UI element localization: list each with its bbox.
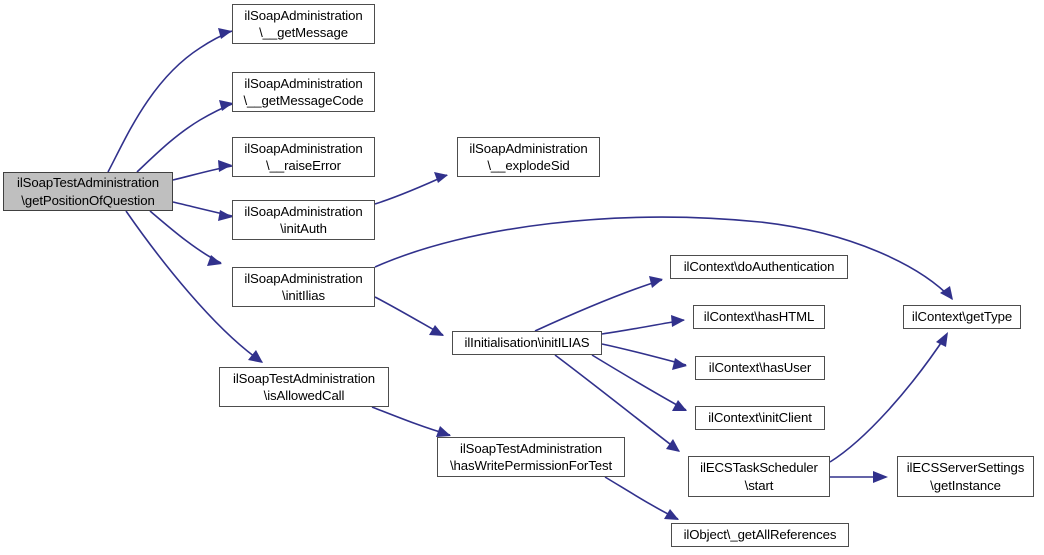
arrowhead-icon	[664, 509, 679, 520]
node-label: ilContext\hasUser	[708, 360, 812, 376]
edge-initAuth-to-explodeSid	[374, 174, 448, 205]
node-getType[interactable]: ilContext\getType	[903, 305, 1021, 329]
arrowhead-icon	[429, 325, 444, 336]
node-label: ilInitialisation\initILIAS	[464, 335, 590, 351]
node-doAuthentication[interactable]: ilContext\doAuthentication	[670, 255, 848, 279]
node-label: ilSoapTestAdministration \getPositionOfQ…	[17, 175, 159, 208]
arrowhead-icon	[672, 400, 687, 411]
node-hasUser[interactable]: ilContext\hasUser	[695, 356, 825, 380]
node-label: ilSoapAdministration \__raiseError	[244, 140, 363, 173]
arrowhead-icon	[666, 439, 680, 452]
arrowhead-icon	[649, 276, 663, 288]
edge-initIlias-to-getType	[374, 216, 953, 300]
node-label: ilSoapAdministration \__getMessage	[244, 7, 363, 40]
edge-getPositionOfQuestion-to-isAllowedCall	[125, 210, 263, 363]
node-label: ilECSServerSettings \getInstance	[906, 460, 1025, 493]
node-initIlias[interactable]: ilSoapAdministration \initIlias	[232, 267, 375, 307]
node-label: ilContext\doAuthentication	[683, 259, 835, 275]
node-label: ilContext\hasHTML	[703, 309, 815, 325]
arrowhead-icon	[248, 350, 263, 363]
node-label: ilSoapAdministration \initIlias	[244, 270, 363, 303]
node-getAllReferences[interactable]: ilObject\_getAllReferences	[671, 523, 849, 547]
edge-getPositionOfQuestion-to-initIlias	[149, 210, 222, 264]
node-ecsServerSettings[interactable]: ilECSServerSettings \getInstance	[897, 456, 1034, 497]
arrowhead-icon	[219, 100, 233, 111]
arrowhead-icon	[671, 315, 685, 327]
arrowhead-icon	[434, 172, 448, 183]
node-label: ilContext\initClient	[708, 410, 812, 426]
node-initClient[interactable]: ilContext\initClient	[695, 406, 825, 430]
node-label: ilObject\_getAllReferences	[683, 527, 837, 543]
arrowhead-icon	[873, 471, 888, 483]
arrowhead-icon	[672, 358, 687, 370]
node-ecsTaskScheduler[interactable]: ilECSTaskScheduler \start	[688, 456, 830, 497]
node-hasWritePermissionForTest[interactable]: ilSoapTestAdministration \hasWritePermis…	[437, 437, 625, 477]
node-label: ilSoapAdministration \__getMessageCode	[243, 75, 364, 108]
edge-getPositionOfQuestion-to-getMessage	[107, 30, 233, 173]
node-label: ilContext\getType	[911, 309, 1013, 325]
arrowhead-icon	[436, 426, 451, 437]
arrowhead-icon	[940, 286, 953, 300]
node-hasHTML[interactable]: ilContext\hasHTML	[693, 305, 825, 329]
arrowhead-icon	[218, 28, 232, 39]
edge-getPositionOfQuestion-to-getMessageCode	[136, 103, 233, 173]
node-initILIAS[interactable]: ilInitialisation\initILIAS	[452, 331, 602, 355]
node-label: ilSoapTestAdministration \isAllowedCall	[233, 370, 375, 403]
node-explodeSid[interactable]: ilSoapAdministration \__explodeSid	[457, 137, 600, 177]
arrowhead-icon	[207, 255, 222, 266]
node-label: ilSoapAdministration \__explodeSid	[469, 140, 588, 173]
node-label: ilSoapAdministration \initAuth	[244, 203, 363, 236]
edge-initILIAS-to-initClient	[591, 354, 687, 411]
edge-hasWritePermissionForTest-to-getAllReferences	[604, 476, 679, 520]
edge-ecsTaskScheduler-to-getType	[829, 333, 948, 463]
arrowhead-icon	[936, 332, 948, 347]
node-raiseError[interactable]: ilSoapAdministration \__raiseError	[232, 137, 375, 177]
node-label: ilSoapTestAdministration \hasWritePermis…	[449, 440, 613, 473]
arrowhead-icon	[218, 160, 232, 172]
edge-initILIAS-to-doAuthentication	[534, 279, 663, 332]
node-initAuth[interactable]: ilSoapAdministration \initAuth	[232, 200, 375, 240]
node-isAllowedCall[interactable]: ilSoapTestAdministration \isAllowedCall	[219, 367, 389, 407]
edge-initILIAS-to-ecsTaskScheduler	[554, 354, 680, 452]
arrowhead-icon	[218, 210, 233, 221]
node-label: ilECSTaskScheduler \start	[700, 460, 818, 493]
edge-initILIAS-to-hasUser	[601, 343, 687, 366]
node-getMessageCode[interactable]: ilSoapAdministration \__getMessageCode	[232, 72, 375, 112]
node-getPositionOfQuestion[interactable]: ilSoapTestAdministration \getPositionOfQ…	[3, 172, 173, 211]
node-getMessage[interactable]: ilSoapAdministration \__getMessage	[232, 4, 375, 44]
